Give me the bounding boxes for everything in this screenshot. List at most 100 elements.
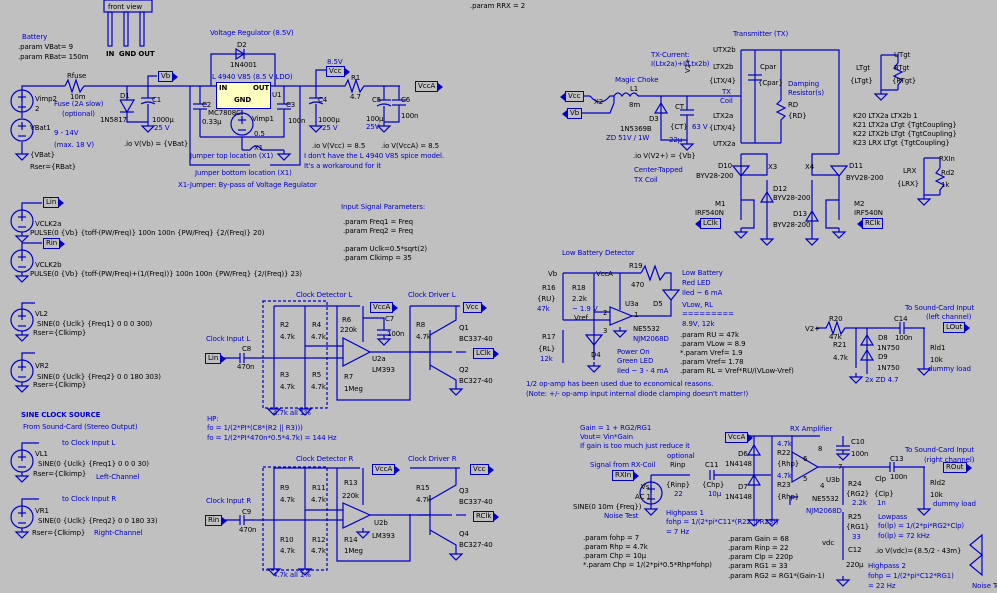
lp-title: Lowpass	[878, 513, 908, 521]
r16-47k: 47k	[537, 305, 550, 313]
net-rxin[interactable]: RXIn	[612, 470, 640, 481]
hp1-eq: fohp = 1/(2*pi*C11*(R22 || R23))	[666, 518, 779, 526]
vl1-label: VL1	[35, 450, 48, 458]
net-lin-source[interactable]: Lin	[43, 197, 65, 208]
fuse-note-1: Fuse (2A slow)	[54, 100, 104, 108]
gain-line-1: Gain = 1 + RG2/RG1	[580, 424, 652, 432]
vbat-rser: Rser={RBat}	[30, 163, 77, 171]
center-tapped-2: TX Coil	[634, 176, 658, 184]
vl2-sine: SINE(0 {Uclk} {Freq1} 0 0 0 300)	[37, 320, 153, 328]
c3-value: 100n	[288, 117, 306, 125]
rx-param-right-4: .param RG2 = RG1*(Gain-1)	[728, 572, 825, 580]
zd-note: 2x ZD 4.7	[865, 376, 899, 384]
u1-pin-in: IN	[219, 84, 228, 92]
net-vcca-r[interactable]: VccA	[372, 464, 401, 475]
net-lout[interactable]: LOut	[943, 322, 971, 333]
rx-param-right-1: .param Rinp = 22	[728, 544, 789, 552]
net-rclk[interactable]: RClk	[473, 511, 500, 522]
pinout-diagram	[103, 0, 153, 47]
tx-coil-1: TX	[722, 88, 731, 96]
r18-value: 2.2k	[572, 295, 587, 303]
net-vcc-tx[interactable]: Vcc	[560, 91, 584, 102]
k-line-2: K22 LTX2b LTgt {TgtCoupling}	[853, 130, 957, 138]
c8-value: 470n	[237, 363, 255, 371]
net-lclk[interactable]: LClk	[473, 348, 499, 359]
net-vcc[interactable]: Vcc	[326, 66, 349, 77]
r10-value: 4.7k	[280, 547, 295, 555]
cpar-label: Cpar	[760, 63, 777, 71]
r17-value: {RL}	[538, 345, 556, 353]
d5-label: D5	[653, 300, 663, 308]
d6-label: D6	[738, 450, 748, 458]
lowbat-param-3: .param Vref= 1.78	[680, 358, 744, 366]
net-lin[interactable]: Lin	[205, 353, 227, 364]
tx-current-label: TX-Current:	[651, 51, 690, 59]
net-vcca[interactable]: VccA	[415, 81, 444, 92]
to-sc-r-1: To Sound-Card Input	[905, 446, 974, 454]
net-vcca-l[interactable]: VccA	[370, 302, 399, 313]
vr2-label: VR2	[35, 362, 49, 370]
vr1-sine: SINE(0 {Uclk} {Freq2} 0 0 180 33)	[38, 517, 158, 525]
rx-param-right-2: .param Clp = 220p	[728, 553, 793, 561]
gain-line-2: Vout= Vin*Gain	[580, 433, 634, 441]
ltx2a-label: LTX2a	[713, 112, 734, 120]
rld2-value: 10k	[930, 491, 943, 499]
r17-12k: 12k	[540, 355, 553, 363]
rd2-label: Rd2	[941, 169, 955, 177]
q1-label: Q1	[459, 324, 469, 332]
d9-part: 1N750	[877, 364, 900, 372]
green-led-1: Power On	[617, 348, 650, 356]
net-rin-source[interactable]: Rin	[43, 238, 66, 249]
jumper-top-note: Jumper top location (X1)	[190, 152, 274, 160]
vref-label: Vref	[574, 314, 588, 322]
u3a-part: NE5532	[633, 325, 660, 333]
c9-value: 470n	[239, 526, 257, 534]
r12-value: 4.7k	[311, 547, 326, 555]
rld2-dummy: dummy load	[933, 500, 976, 508]
optional-label: optional	[667, 452, 695, 460]
utgt-label: UTgt	[894, 51, 911, 59]
u3b-pin6: 6	[803, 455, 808, 463]
q4-label: Q4	[459, 530, 469, 538]
regulator-title: Voltage Regulator (8.5V)	[210, 29, 294, 37]
r16-value: {RU}	[537, 295, 556, 303]
net-rin[interactable]: Rin	[205, 515, 228, 526]
hp-line-1: fo = 1/(2*PI*(C8*(R2 || R3)))	[207, 424, 303, 432]
r16-label: R16	[542, 284, 556, 292]
lrx-value: {LRX}	[897, 180, 919, 188]
d11-label: D11	[849, 162, 863, 170]
rd-value: {RD}	[788, 112, 807, 120]
c14-label: C14	[894, 315, 908, 323]
rx-param-left-2: .param Chp = 10µ	[583, 552, 647, 560]
net-rclk-tx[interactable]: RClk	[856, 218, 884, 229]
u3a-pin1: 1	[634, 311, 639, 319]
net-vcc-l[interactable]: Vcc	[463, 302, 486, 313]
c11-10u: 10µ	[708, 490, 722, 498]
regulator-note-1: I don't have the L 4940 V85 spice model.	[304, 152, 444, 160]
input-param-2: .param Uclk=0.5*sqrt(2)	[343, 245, 427, 253]
net-vb-tx[interactable]: Vb	[561, 108, 583, 119]
r24-value: {RG2}	[846, 490, 870, 498]
r25-value: {RG1}	[846, 523, 870, 531]
clock-detector-l-title: Clock Detector L	[296, 291, 353, 299]
c1-label: C1	[152, 96, 162, 104]
r5-label: R5	[312, 371, 322, 379]
lp-eq: fo(lp) = 1/(2*pi*RG2*Clp)	[878, 522, 965, 530]
r3-label: R3	[280, 371, 290, 379]
net-lclk-tx[interactable]: LClk	[695, 218, 721, 229]
input-param-0: .param Freq1 = Freq	[343, 218, 414, 226]
net-vb[interactable]: Vb	[158, 71, 179, 82]
clp-value: {Clp}	[874, 490, 894, 498]
r2-label: R2	[280, 321, 290, 329]
r19-value: 470	[631, 281, 645, 289]
clock-driver-l-title: Clock Driver L	[408, 291, 456, 299]
vclk2a-label: VCLK2a	[35, 220, 62, 228]
d7-label: D7	[738, 483, 748, 491]
net-vcca-rx[interactable]: VccA	[725, 432, 754, 443]
net-rout[interactable]: ROut	[943, 462, 972, 473]
net-vcc-r[interactable]: Vcc	[470, 464, 493, 475]
l1-label: L1	[630, 85, 639, 93]
lout-title-2: (left channel)	[926, 313, 972, 321]
vs-sine: SINE(0 10m {Freq})	[573, 503, 642, 511]
